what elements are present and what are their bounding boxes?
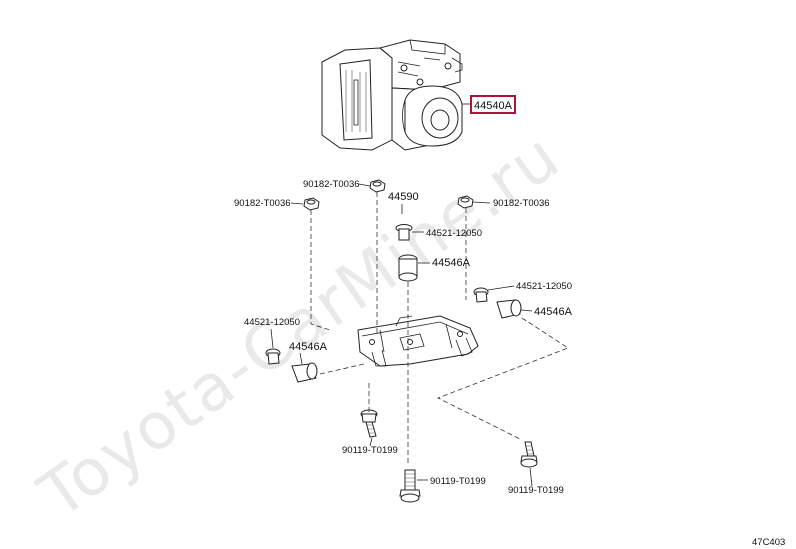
abs-unit-label-box[interactable]: [470, 95, 516, 114]
screw-center-part-number[interactable]: 90119-T0199: [430, 476, 486, 487]
part-44590-number[interactable]: 44590: [388, 191, 419, 203]
nut-top-center-part-number[interactable]: 90182-T0036: [303, 179, 360, 190]
abs-actuator-unit[interactable]: [321, 39, 463, 151]
bolt-left[interactable]: [265, 348, 281, 365]
abs-unit-part-number[interactable]: 44540A: [474, 100, 513, 112]
mounting-bracket[interactable]: [357, 315, 479, 367]
cushion-right[interactable]: [496, 299, 522, 319]
screw-center[interactable]: [399, 469, 421, 503]
screw-right-part-number[interactable]: 90119-T0199: [508, 485, 564, 496]
bolt-right-part-number[interactable]: 44521-12050: [516, 281, 572, 292]
cushion-left[interactable]: [291, 362, 318, 383]
bolt-right[interactable]: [473, 287, 489, 303]
cushion-top-part-number[interactable]: 44546A: [432, 257, 471, 269]
bolt-left-part-number[interactable]: 44521-12050: [244, 317, 300, 328]
nut-left[interactable]: [303, 197, 320, 211]
nut-right[interactable]: [457, 195, 474, 209]
cushion-right-part-number[interactable]: 44546A: [534, 306, 573, 318]
nut-top-center[interactable]: [369, 179, 386, 193]
screw-right[interactable]: [520, 441, 538, 468]
screw-left[interactable]: [360, 409, 378, 438]
nut-left-part-number[interactable]: 90182-T0036: [234, 198, 291, 209]
figure-code: 47C403: [752, 537, 785, 548]
screw-left-part-number[interactable]: 90119-T0199: [342, 445, 398, 456]
bolt-top[interactable]: [395, 224, 413, 241]
nut-right-part-number[interactable]: 90182-T0036: [493, 198, 550, 209]
alignment-lines: [310, 192, 569, 464]
cushion-top[interactable]: [398, 254, 418, 282]
bolt-top-part-number[interactable]: 44521-12050: [426, 228, 482, 239]
cushion-left-part-number[interactable]: 44546A: [289, 341, 328, 353]
